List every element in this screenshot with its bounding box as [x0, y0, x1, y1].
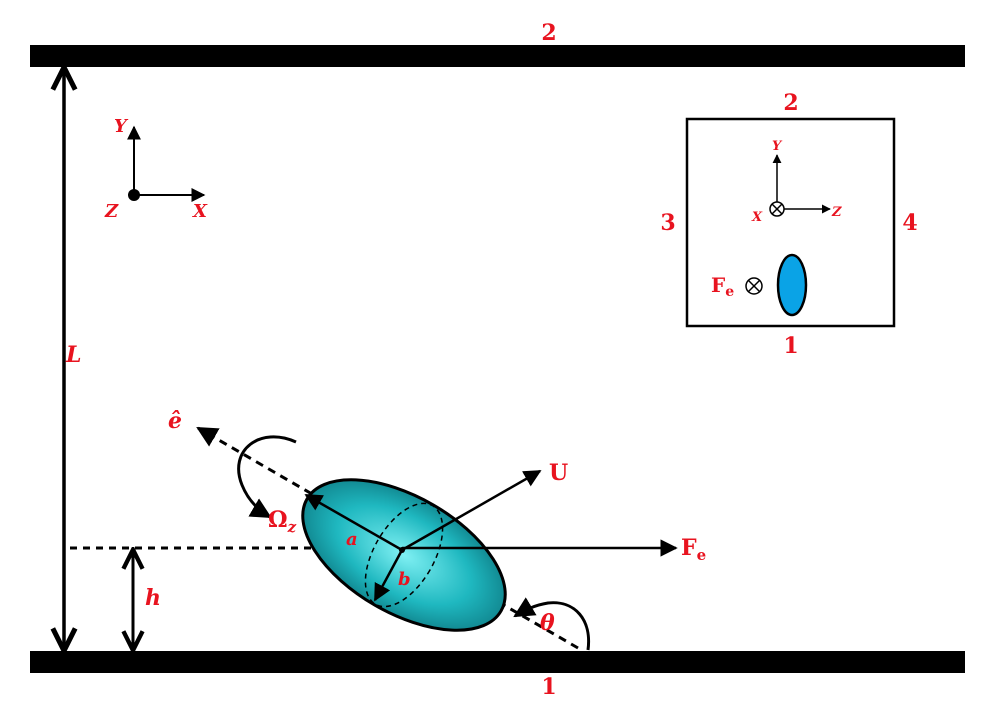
top-wall	[30, 45, 965, 67]
rotation-arrow	[237, 435, 297, 519]
velocity-label: U	[549, 460, 568, 486]
inset-top-label: 2	[783, 90, 798, 116]
inset-panel: 2 1 3 4 Y Z X Fe	[660, 90, 917, 359]
main-axes: Y X Z	[104, 116, 208, 222]
angle-label: θ	[540, 610, 555, 636]
y-axis-label: Y	[114, 116, 129, 137]
bottom-wall-label: 1	[541, 674, 556, 700]
x-axis-label: X	[192, 201, 208, 222]
inset-x-into-page-icon	[769, 201, 785, 217]
inset-right-label: 4	[902, 210, 917, 236]
angle-arc	[513, 597, 591, 651]
semi-major-arrow	[304, 493, 403, 552]
semi-major-label: a	[346, 529, 358, 550]
inset-force-into-page-icon	[745, 277, 763, 295]
inset-z-label: Z	[831, 205, 842, 220]
height-label: h	[145, 585, 161, 611]
inset-left-label: 3	[660, 210, 675, 236]
bottom-wall	[30, 651, 965, 673]
z-axis-label: Z	[104, 201, 119, 222]
z-axis-dot	[128, 189, 140, 201]
ellipsoid-particle	[301, 478, 507, 632]
semi-minor-arrow	[373, 549, 404, 602]
inset-y-label: Y	[772, 139, 783, 154]
top-wall-label: 2	[541, 20, 556, 46]
rotation-label: Ωz	[268, 507, 297, 536]
channel-height-label: L	[65, 342, 81, 368]
force-label: Fe	[681, 535, 706, 564]
inset-x-label: X	[751, 210, 763, 225]
orientation-label: ê	[168, 408, 182, 434]
inset-force-label: Fe	[711, 273, 734, 300]
inset-bottom-label: 1	[783, 333, 798, 359]
velocity-arrow	[401, 469, 542, 552]
particle-cross-section	[364, 502, 444, 608]
semi-minor-label: b	[398, 569, 411, 590]
inset-particle	[776, 253, 808, 317]
